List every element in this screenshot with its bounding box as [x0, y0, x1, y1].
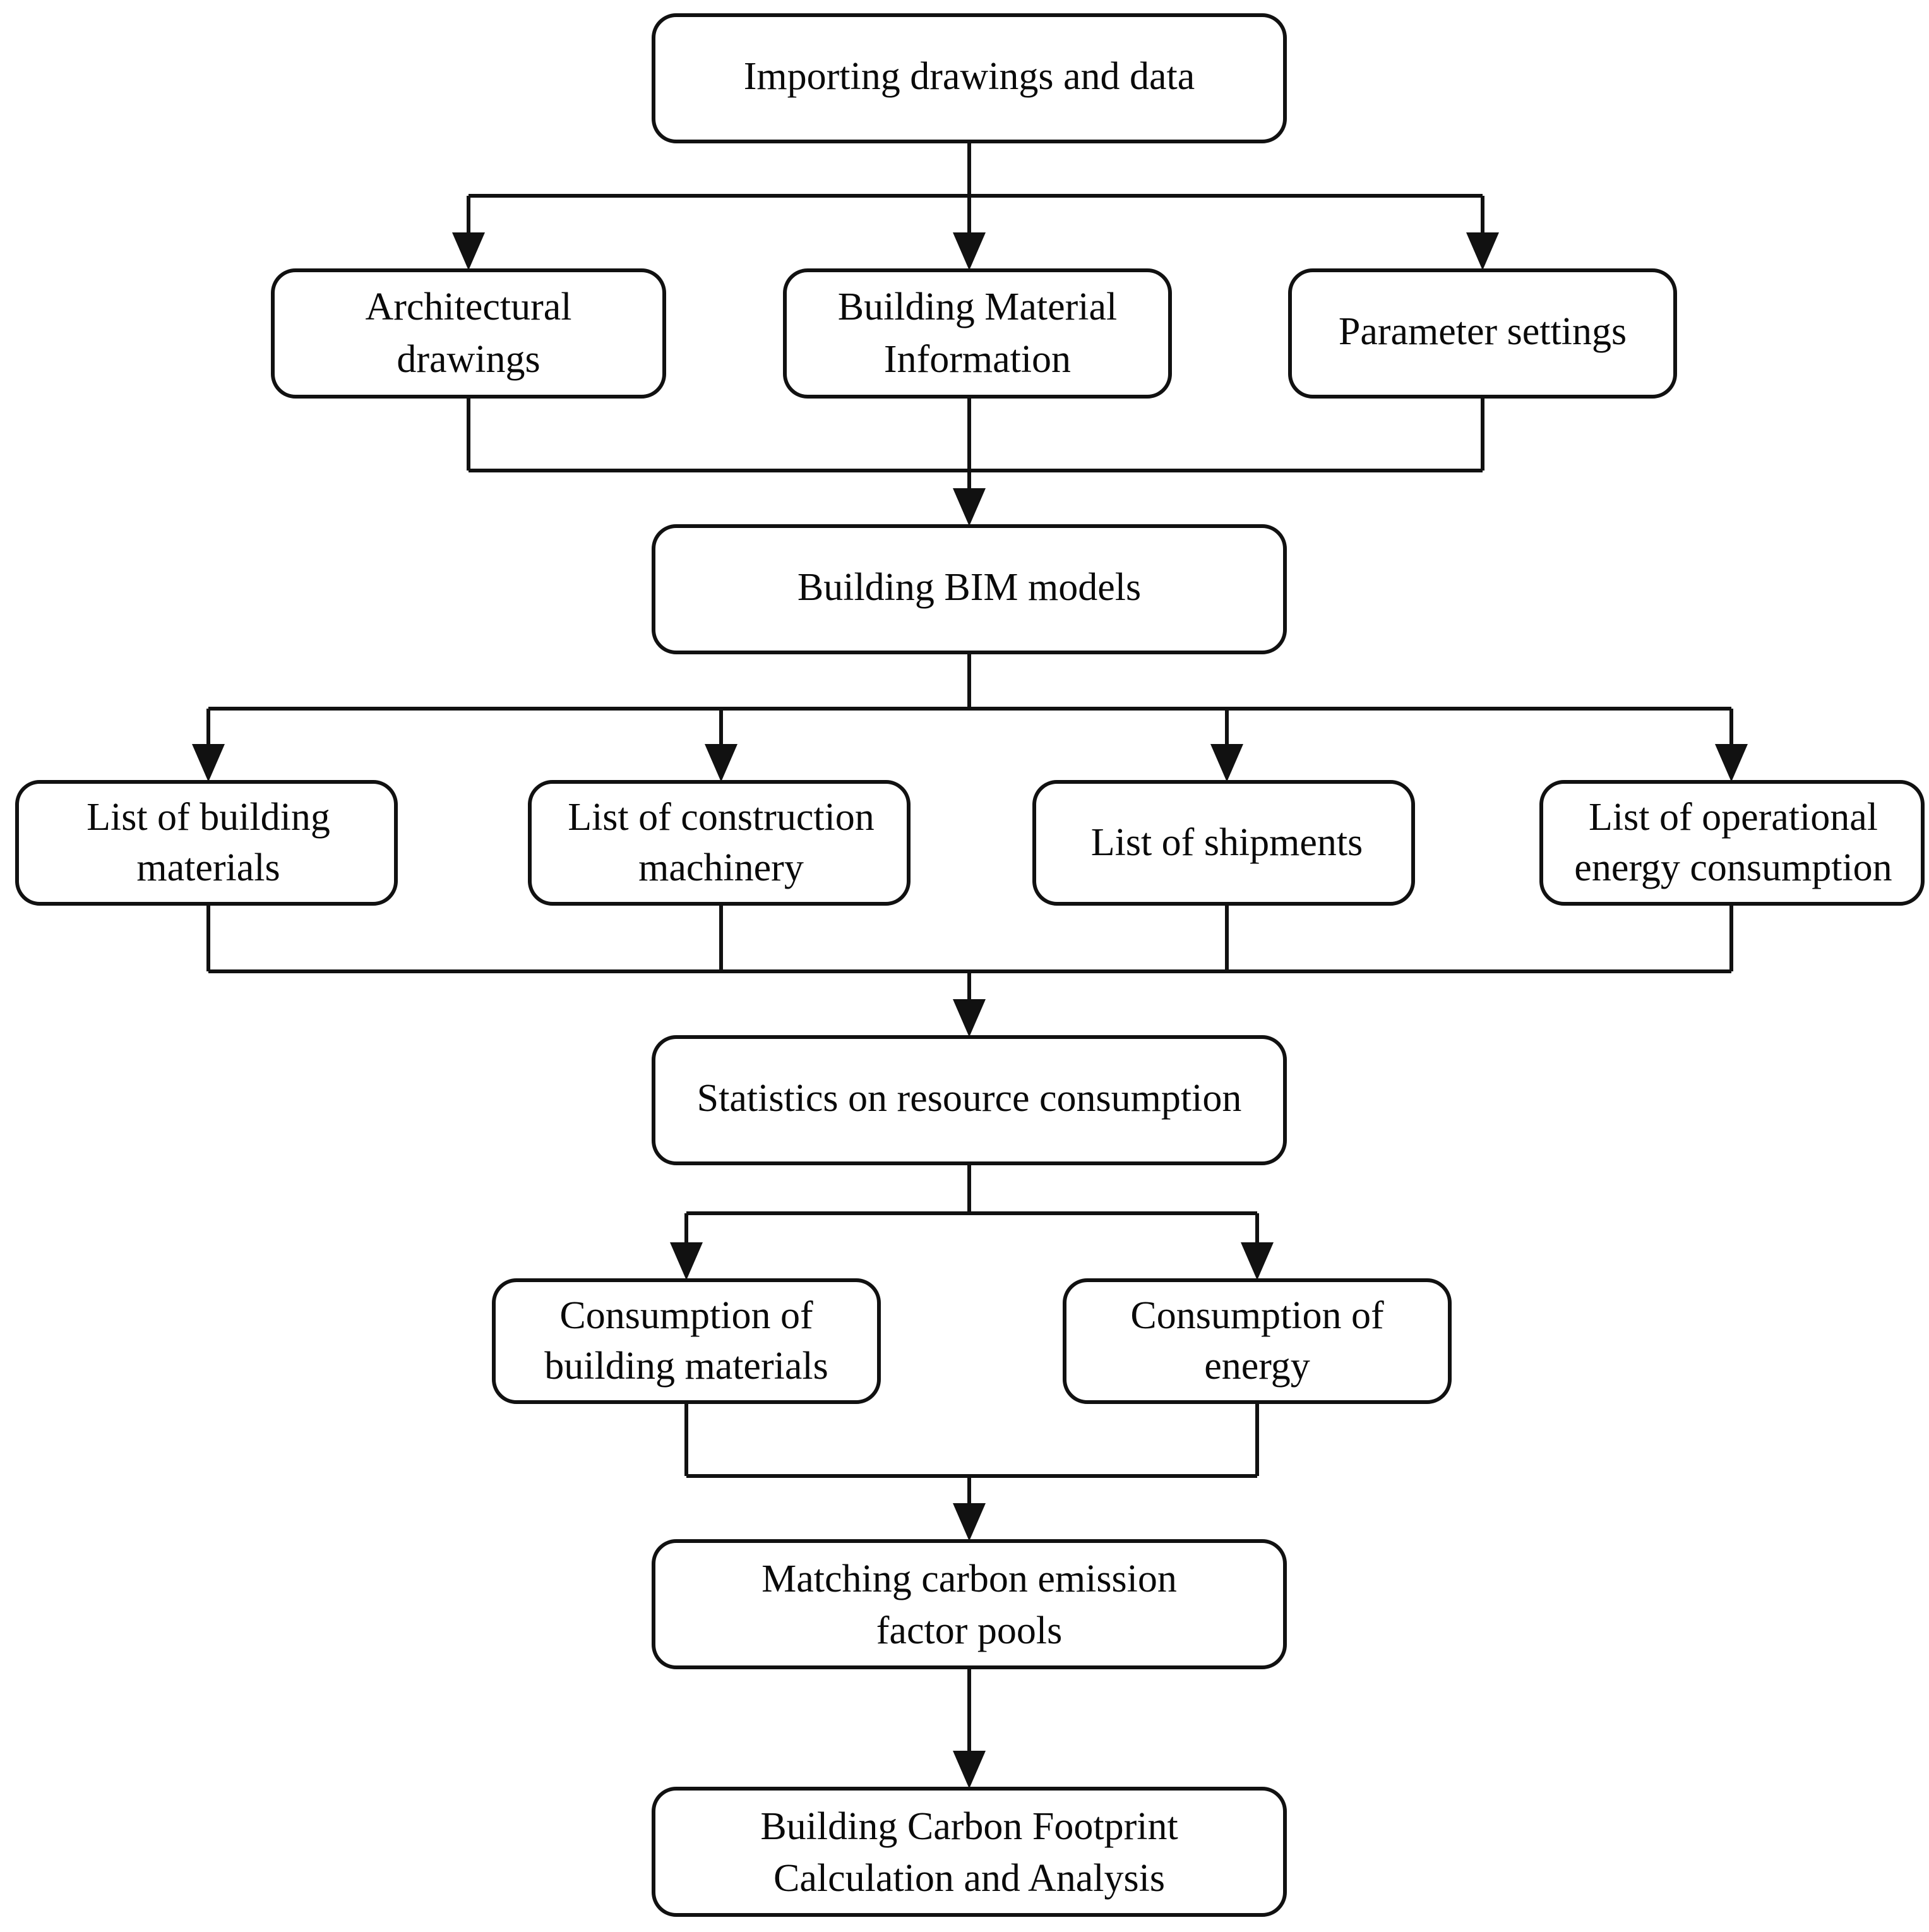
node-list-materials[interactable]: List of building materials	[15, 780, 398, 906]
node-parameter-settings[interactable]: Parameter settings	[1288, 268, 1677, 399]
node-box[interactable]	[492, 1278, 881, 1404]
node-label-consumption-materials-line1: Consumption of	[559, 1294, 813, 1337]
node-carbon-footprint[interactable]: Building Carbon Footprint Calculation an…	[652, 1787, 1287, 1917]
node-box[interactable]	[652, 524, 1287, 654]
arrowhead-icon	[953, 999, 986, 1037]
node-box[interactable]	[652, 13, 1287, 143]
node-label-factor-pools-line1: Matching carbon emission	[761, 1557, 1177, 1600]
edge-stats-to-consumption	[670, 1163, 1274, 1280]
node-label-list-machinery-line1: List of construction	[568, 796, 875, 839]
node-box[interactable]	[783, 268, 1172, 399]
node-box[interactable]	[528, 780, 911, 906]
node-label-list-materials-line2: materials	[136, 846, 280, 889]
edge-import-to-inputs	[452, 141, 1499, 270]
node-label-material-info-line1: Building Material	[838, 285, 1118, 328]
arrowhead-icon	[705, 744, 738, 782]
edge-bim-to-lists	[192, 652, 1748, 782]
node-arch-drawings[interactable]: Architectural drawings	[271, 268, 666, 399]
node-label-list-operational-energy-line1: List of operational	[1589, 796, 1878, 839]
node-box[interactable]	[1288, 268, 1677, 399]
node-label-consumption-materials-line2: building materials	[544, 1345, 828, 1388]
arrowhead-icon	[1241, 1242, 1274, 1280]
node-box[interactable]	[271, 268, 666, 399]
node-label-consumption-energy-line1: Consumption of	[1130, 1294, 1384, 1337]
node-bim-models[interactable]: Building BIM models	[652, 524, 1287, 654]
node-label-carbon-footprint-line2: Calculation and Analysis	[773, 1857, 1165, 1900]
node-label-resource-stats: Statistics on resource consumption	[697, 1077, 1242, 1120]
edge-pools-to-footprint	[953, 1667, 986, 1789]
node-label-arch-drawings-line1: Architectural	[365, 285, 571, 328]
node-factor-pools[interactable]: Matching carbon emission factor pools	[652, 1539, 1287, 1669]
arrowhead-icon	[953, 488, 986, 526]
arrowhead-icon	[953, 1503, 986, 1541]
node-import[interactable]: Importing drawings and data	[652, 13, 1287, 143]
node-box[interactable]	[1539, 780, 1925, 906]
node-label-consumption-energy-line2: energy	[1204, 1345, 1310, 1388]
node-list-operational-energy[interactable]: List of operational energy consumption	[1539, 780, 1925, 906]
node-label-arch-drawings-line2: drawings	[397, 338, 540, 381]
arrowhead-icon	[452, 232, 485, 270]
node-label-list-operational-energy-line2: energy consumption	[1574, 846, 1892, 889]
node-label-parameter-settings: Parameter settings	[1339, 310, 1627, 353]
node-list-shipments[interactable]: List of shipments	[1032, 780, 1415, 906]
arrowhead-icon	[1210, 744, 1243, 782]
arrowhead-icon	[953, 232, 986, 270]
node-label-list-materials-line1: List of building	[87, 796, 330, 839]
arrowhead-icon	[953, 1751, 986, 1789]
node-box[interactable]	[652, 1035, 1287, 1165]
node-box[interactable]	[1063, 1278, 1452, 1404]
node-resource-stats[interactable]: Statistics on resource consumption	[652, 1035, 1287, 1165]
node-consumption-materials[interactable]: Consumption of building materials	[492, 1278, 881, 1404]
node-label-list-shipments: List of shipments	[1091, 821, 1363, 864]
arrowhead-icon	[1466, 232, 1499, 270]
node-material-info[interactable]: Building Material Information	[783, 268, 1172, 399]
node-box[interactable]	[15, 780, 398, 906]
node-box[interactable]	[652, 1539, 1287, 1669]
arrowhead-icon	[192, 744, 225, 782]
edge-lists-to-stats	[206, 904, 1733, 1037]
node-consumption-energy[interactable]: Consumption of energy	[1063, 1278, 1452, 1404]
node-list-machinery[interactable]: List of construction machinery	[528, 780, 911, 906]
node-label-factor-pools-line2: factor pools	[876, 1609, 1062, 1652]
arrowhead-icon	[1715, 744, 1748, 782]
node-label-carbon-footprint-line1: Building Carbon Footprint	[760, 1805, 1178, 1848]
node-label-bim-models: Building BIM models	[797, 566, 1141, 609]
edge-consumption-to-pools	[684, 1402, 1259, 1541]
node-label-import: Importing drawings and data	[744, 55, 1195, 98]
arrowhead-icon	[670, 1242, 703, 1280]
node-box[interactable]	[652, 1787, 1287, 1917]
node-box[interactable]	[1032, 780, 1415, 906]
node-label-material-info-line2: Information	[884, 338, 1071, 381]
edge-inputs-to-bim	[467, 397, 1484, 526]
node-label-list-machinery-line2: machinery	[638, 846, 804, 889]
